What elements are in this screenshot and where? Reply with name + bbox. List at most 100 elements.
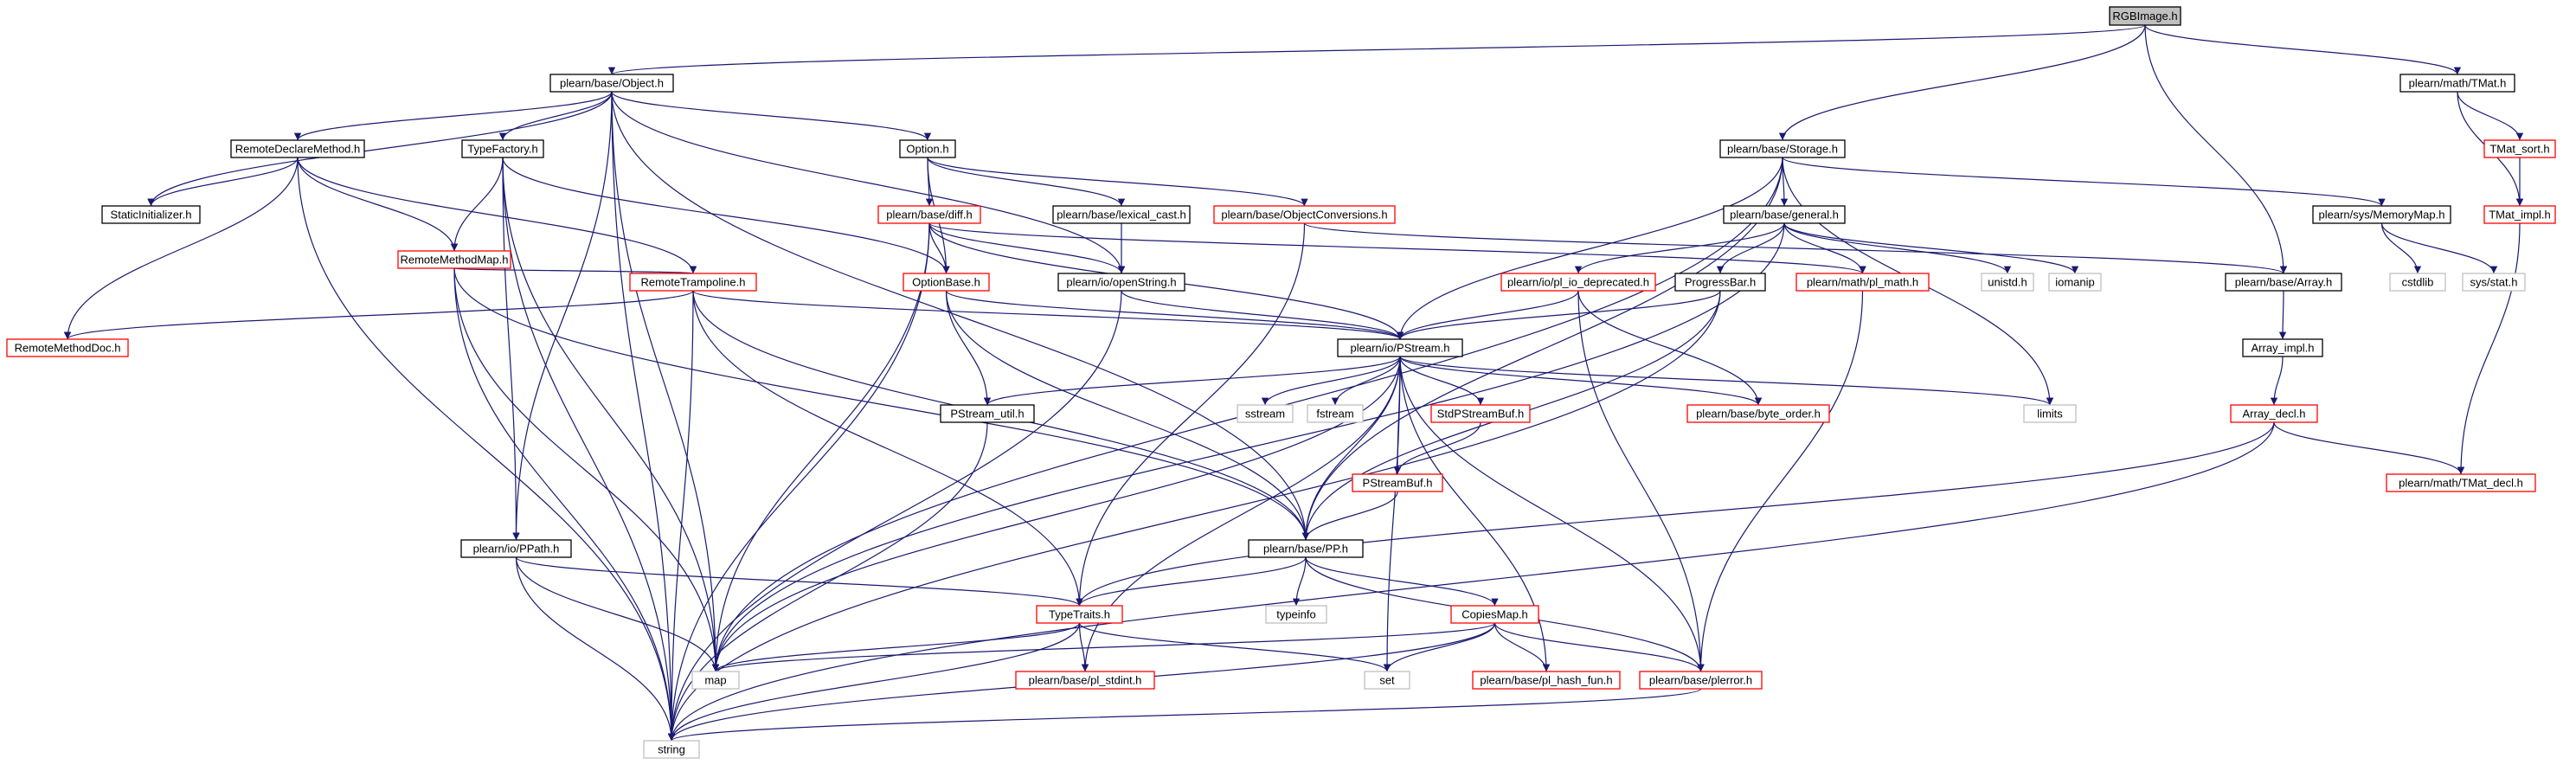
node-array_impl[interactable]: Array_impl.h	[2242, 338, 2323, 357]
node-pl_math[interactable]: plearn/math/pl_math.h	[1795, 273, 1930, 292]
node-box	[2242, 338, 2323, 357]
node-box	[460, 539, 572, 558]
node-label: cstdlib	[2402, 276, 2434, 289]
edge-array-to-array_impl	[2278, 290, 2287, 340]
edge-openstring-to-pstream	[1121, 290, 1404, 340]
edge-pstream-to-fstream	[1331, 356, 1401, 406]
edge-object-to-map	[611, 91, 720, 672]
node-progressbar[interactable]: ProgressBar.h	[1674, 273, 1766, 292]
node-typeinfo[interactable]: typeinfo	[1265, 605, 1327, 624]
edge-object-to-string	[611, 91, 676, 742]
node-label: typeinfo	[1276, 608, 1316, 621]
edge-typefactory-to-remotemethodmap	[450, 157, 504, 252]
node-label: plearn/math/pl_math.h	[1807, 276, 1918, 289]
node-tmat_impl[interactable]: TMat_impl.h	[2483, 205, 2556, 224]
edge-typetraits-to-string	[667, 622, 1081, 742]
node-object[interactable]: plearn/base/Object.h	[549, 74, 674, 93]
node-box	[1352, 473, 1443, 492]
node-box	[397, 250, 511, 269]
node-tmat_sort[interactable]: TMat_sort.h	[2483, 139, 2556, 158]
node-box	[1981, 273, 2034, 292]
edge-remotetramp-to-string	[667, 290, 694, 742]
edge-remotedeclare-to-remotetramp	[297, 157, 697, 274]
edges-layer	[63, 24, 2524, 742]
nodes-layer: RGBImage.h plearn/base/Object.h plearn/mat…	[6, 6, 2556, 759]
node-byte_order[interactable]: plearn/base/byte_order.h	[1686, 404, 1830, 423]
node-tmat_decl[interactable]: plearn/math/TMat_decl.h	[2386, 473, 2536, 492]
node-pp[interactable]: plearn/base/PP.h	[1248, 539, 1364, 558]
node-copiesmap[interactable]: CopiesMap.h	[1450, 605, 1539, 624]
edge-diff-to-optionbase	[928, 222, 950, 274]
node-pl_stdint[interactable]: plearn/base/pl_stdint.h	[1015, 671, 1155, 690]
node-set[interactable]: set	[1364, 671, 1410, 690]
node-pl_io_dep[interactable]: plearn/io/pl_io_deprecated.h	[1500, 273, 1656, 292]
node-array_decl[interactable]: Array_decl.h	[2230, 404, 2318, 423]
node-optionbase[interactable]: OptionBase.h	[903, 273, 990, 292]
node-remotemethoddoc[interactable]: RemoteMethodDoc.h	[6, 338, 129, 357]
node-pstream[interactable]: plearn/io/PStream.h	[1337, 338, 1463, 357]
edge-pstream-to-plerror	[1399, 356, 1705, 672]
node-ppath[interactable]: plearn/io/PPath.h	[460, 539, 572, 558]
node-option[interactable]: Option.h	[899, 139, 956, 158]
node-string[interactable]: string	[643, 740, 700, 759]
edge-typefactory-to-string	[502, 157, 676, 742]
node-box	[1213, 205, 1396, 224]
node-label: plearn/math/TMat_decl.h	[2399, 477, 2523, 490]
node-pl_hash_fun[interactable]: plearn/base/pl_hash_fun.h	[1472, 671, 1621, 690]
node-objconv[interactable]: plearn/base/ObjectConversions.h	[1213, 205, 1396, 224]
node-iomanip[interactable]: iomanip	[2048, 273, 2102, 292]
node-label: plearn/math/TMat.h	[2409, 77, 2507, 90]
edge-pstream-to-pp	[1301, 356, 1401, 541]
edge-diff-to-pl_math	[928, 222, 1866, 274]
node-remotemethodmap[interactable]: RemoteMethodMap.h	[397, 250, 511, 269]
node-stdpstreambuf[interactable]: StdPStreamBuf.h	[1430, 404, 1531, 423]
node-plerror[interactable]: plearn/base/plerror.h	[1639, 671, 1763, 690]
edge-pstream-to-sstream	[1261, 356, 1401, 406]
node-pstreambuf[interactable]: PStreamBuf.h	[1352, 473, 1443, 492]
node-lexical[interactable]: plearn/base/lexical_cast.h	[1052, 205, 1191, 224]
node-remotedeclare[interactable]: RemoteDeclareMethod.h	[230, 139, 365, 158]
node-sstream[interactable]: sstream	[1237, 404, 1294, 423]
node-staticinit[interactable]: StaticInitializer.h	[101, 205, 201, 224]
node-openstring[interactable]: plearn/io/openString.h	[1057, 273, 1185, 292]
node-label: RemoteDeclareMethod.h	[235, 143, 361, 156]
node-diff[interactable]: plearn/base/diff.h	[877, 205, 981, 224]
node-pstream_util[interactable]: PStream_util.h	[940, 404, 1035, 423]
edge-pstream-to-pstream_util	[983, 356, 1401, 406]
node-fstream[interactable]: fstream	[1307, 404, 1364, 423]
node-limits[interactable]: limits	[2023, 404, 2077, 423]
node-map[interactable]: map	[691, 671, 740, 690]
edge-copiesmap-to-pl_hash_fun	[1494, 622, 1551, 672]
node-remotetramp[interactable]: RemoteTrampoline.h	[629, 273, 757, 292]
node-box	[643, 740, 700, 759]
edge-tmat_impl-to-tmat_decl	[2457, 222, 2521, 475]
node-sysstat[interactable]: sys/stat.h	[2462, 273, 2526, 292]
node-general[interactable]: plearn/base/general.h	[1723, 205, 1846, 224]
node-box	[1472, 671, 1621, 690]
edge-rgbimage-to-tmat	[2144, 24, 2462, 75]
node-label: Array_impl.h	[2252, 342, 2315, 355]
edge-typetraits-to-pl_stdint	[1078, 622, 1089, 672]
node-array[interactable]: plearn/base/Array.h	[2225, 273, 2342, 292]
node-box	[549, 74, 674, 93]
node-box	[1248, 539, 1364, 558]
edge-memorymap-to-sysstat	[2380, 222, 2498, 274]
node-label: Array_decl.h	[2243, 408, 2306, 421]
node-memorymap[interactable]: plearn/sys/MemoryMap.h	[2312, 205, 2451, 224]
node-label: StdPStreamBuf.h	[1437, 408, 1524, 421]
node-box	[2389, 273, 2446, 292]
node-label: OptionBase.h	[912, 276, 980, 289]
node-tmat[interactable]: plearn/math/TMat.h	[2399, 74, 2515, 93]
node-label: PStream_util.h	[950, 408, 1024, 421]
node-box	[1723, 205, 1846, 224]
node-typetraits[interactable]: TypeTraits.h	[1036, 605, 1123, 624]
node-rgbimage[interactable]: RGBImage.h	[2109, 6, 2181, 26]
node-cstdlib[interactable]: cstdlib	[2389, 273, 2446, 292]
node-unistd[interactable]: unistd.h	[1981, 273, 2034, 292]
node-typefactory[interactable]: TypeFactory.h	[461, 139, 544, 158]
node-label: limits	[2037, 408, 2063, 421]
edge-remotemethodmap-to-map	[453, 267, 720, 672]
edge-array_decl-to-string	[667, 421, 2275, 742]
node-storage[interactable]: plearn/base/Storage.h	[1719, 139, 1846, 158]
node-label: RemoteMethodMap.h	[400, 254, 508, 267]
